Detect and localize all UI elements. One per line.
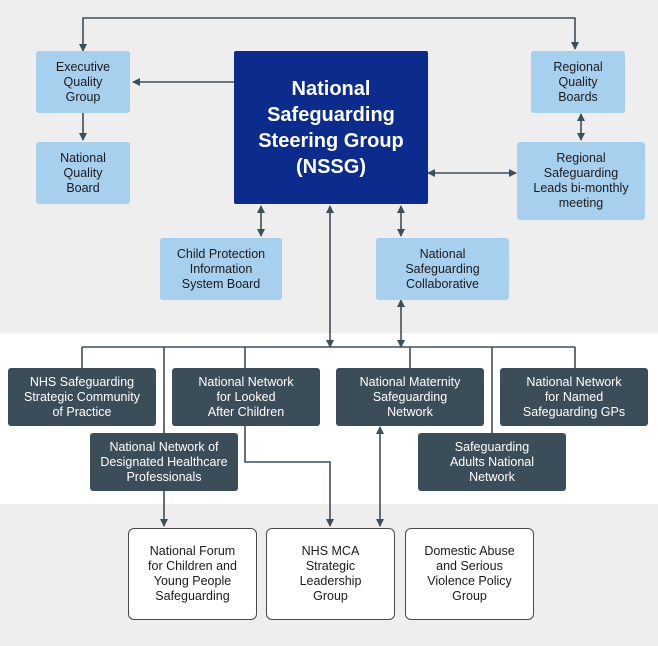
network-looked-after-children-box: National Network for Looked After Childr… — [172, 368, 320, 426]
national-quality-board-box: National Quality Board — [36, 142, 130, 204]
domestic-abuse-policy-box: Domestic Abuse and Serious Violence Poli… — [405, 528, 534, 620]
network-named-gps-box: National Network for Named Safeguarding … — [500, 368, 648, 426]
forum-children-young-people-box: National Forum for Children and Young Pe… — [128, 528, 257, 620]
maternity-safeguarding-network-box: National Maternity Safeguarding Network — [336, 368, 484, 426]
connector-lac-to-mca — [244, 426, 334, 527]
nssg-box: National Safeguarding Steering Group (NS… — [234, 51, 428, 204]
executive-quality-group-box: Executive Quality Group — [36, 51, 130, 113]
safeguarding-collaborative-box: National Safeguarding Collaborative — [376, 238, 509, 300]
adults-national-network-box: Safeguarding Adults National Network — [418, 433, 566, 491]
nhs-safeguarding-strategic-box: NHS Safeguarding Strategic Community of … — [8, 368, 156, 426]
child-protection-board-box: Child Protection Information System Boar… — [160, 238, 282, 300]
regional-quality-boards-box: Regional Quality Boards — [531, 51, 625, 113]
network-designated-professionals-box: National Network of Designated Healthcar… — [90, 433, 238, 491]
nhs-mca-leadership-box: NHS MCA Strategic Leadership Group — [266, 528, 395, 620]
connector-exec-to-regional-boards — [79, 17, 579, 52]
regional-safeguarding-leads-box: Regional Safeguarding Leads bi-monthly m… — [517, 142, 645, 220]
